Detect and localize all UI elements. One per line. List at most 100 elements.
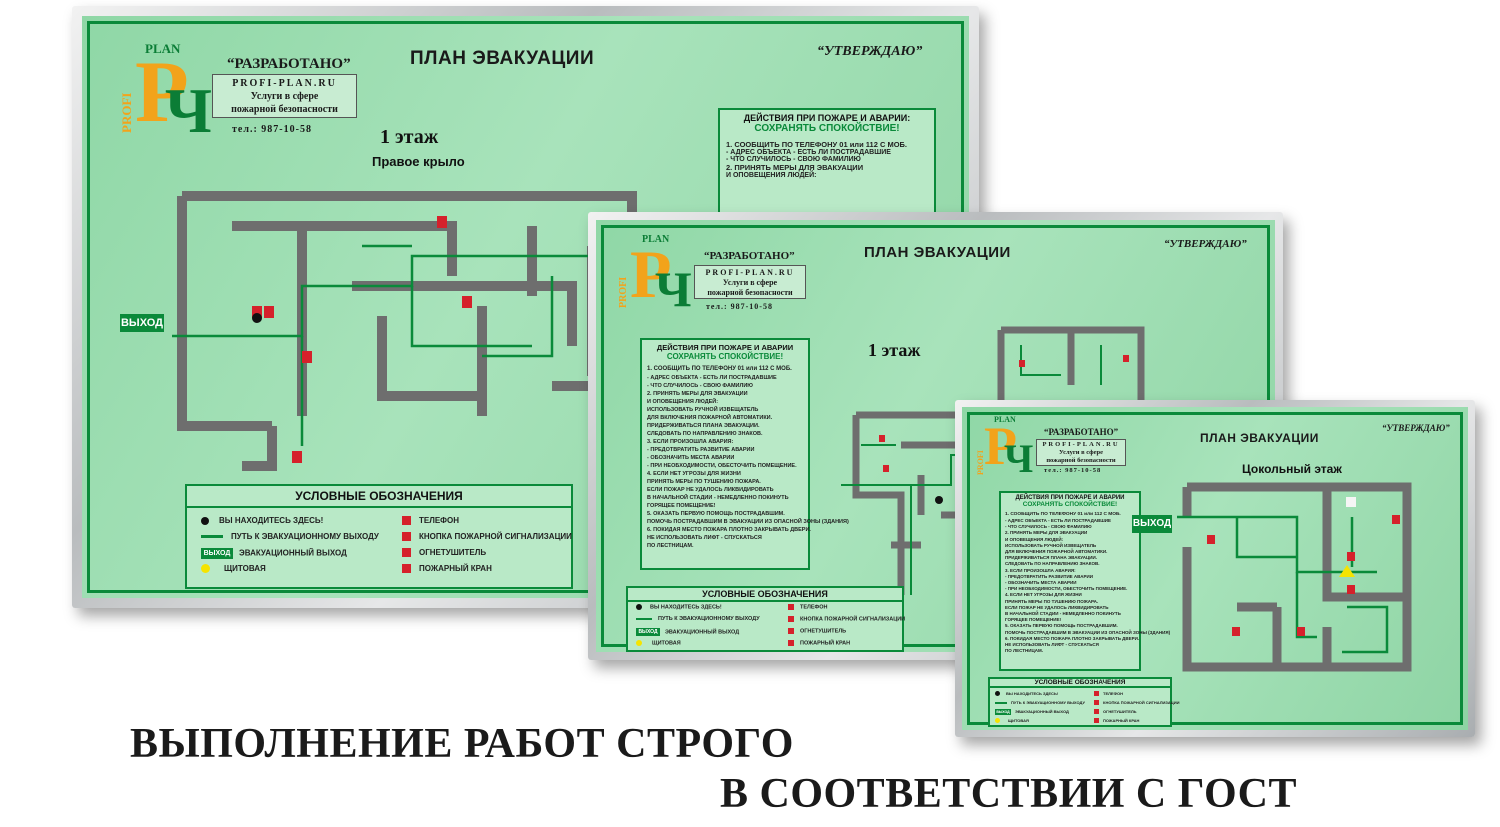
legend-item-path: ПУТЬ К ЭВАКУАЦИОННОМУ ВЫХОДУ	[636, 616, 760, 622]
legend-you-are-here-label: ВЫ НАХОДИТЕСЬ ЗДЕСЬ!	[650, 604, 722, 611]
actions-line-16: ЕСЛИ ПОЖАР НЕ УДАЛОСЬ ЛИКВИДИРОВАТЬ	[1005, 604, 1109, 610]
legend-phone-label: ТЕЛЕФОН	[419, 516, 459, 525]
legend-hydrant-label: ПОЖАРНЫЙ КРАН	[1103, 718, 1140, 723]
legend-item-phone: ТЕЛЕФОН	[402, 516, 459, 526]
you-are-here-icon	[636, 604, 642, 610]
actions-line-13: - ПРИ НЕОБХОДИМОСТИ, ОБЕСТОЧИТЬ ПОМЕЩЕНИ…	[1005, 586, 1128, 592]
exit-badge-icon: ВЫХОД	[636, 628, 660, 636]
logo-p-letter: P	[135, 44, 189, 141]
actions-line-17: В НАЧАЛЬНОЙ СТАДИИ - НЕМЕДЛЕННО ПОКИНУТЬ	[1005, 611, 1121, 617]
actions-line-19: 5. ОКАЗАТЬ ПЕРВУЮ ПОМОЩЬ ПОСТРАДАВШИМ.	[1005, 623, 1118, 629]
legend-header: УСЛОВНЫЕ ОБОЗНАЧЕНИЯ	[628, 588, 902, 602]
evacuation-plan-plate-small: PLAN P Ч PROFI “РАЗРАБОТАНО” PROFI-PLAN.…	[962, 407, 1468, 730]
actions-line-7: ДЛЯ ВКЛЮЧЕНИЯ ПОЖАРНОЙ АВТОМАТИКИ.	[647, 415, 773, 421]
legend-alarm-label: КНОПКА ПОЖАРНОЙ СИГНАЛИЗАЦИИ	[419, 532, 572, 541]
logo-plan-text: PLAN	[145, 41, 181, 56]
actions-line-2: - АДРЕС ОБЪЕКТА - ЕСТЬ ЛИ ПОСТРАДАВШИЕ	[726, 149, 891, 156]
logo-plan-text: PLAN	[994, 415, 1016, 424]
actions-line-10: 3. ЕСЛИ ПРОИЗОШЛА АВАРИЯ:	[647, 439, 734, 445]
actions-line-1: 1. СООБЩИТЬ ПО ТЕЛЕФОНУ 01 или 112 С МОБ…	[647, 366, 792, 372]
exit-badge-icon: ВЫХОД	[995, 709, 1011, 715]
you-are-here-icon	[201, 516, 209, 525]
actions-line-21: 6. ПОКИДАЯ МЕСТО ПОЖАРА ПЛОТНО ЗАКРЫВАТЬ…	[647, 527, 811, 533]
you-are-here-icon	[995, 691, 1000, 697]
actions-line-8: ПРИДЕРЖИВАТЬСЯ ПЛАНА ЭВАКУАЦИИ.	[647, 423, 760, 429]
hydrant-icon	[788, 640, 794, 646]
actions-calm: СОХРАНЯТЬ СПОКОЙСТВИЕ!	[754, 123, 900, 134]
actions-line-4: 2. ПРИНЯТЬ МЕРЫ ДЛЯ ЭВАКУАЦИИ	[726, 163, 864, 172]
actions-line-20: ПОМОЧЬ ПОСТРАДАВШИМ В ЭВАКУАЦИИ ИЗ ОПАСН…	[1005, 629, 1171, 635]
legend-extinguisher-label: ОГНЕТУШИТЕЛЬ	[419, 548, 487, 557]
arrow-icon	[201, 535, 223, 539]
actions-line-4: 2. ПРИНЯТЬ МЕРЫ ДЛЯ ЭВАКУАЦИИ	[1005, 530, 1088, 536]
extinguisher-icon	[1094, 709, 1099, 715]
wing-label: Правое крыло	[372, 154, 465, 169]
legend-panel: УСЛОВНЫЕ ОБОЗНАЧЕНИЯ ВЫ НАХОДИТЕСЬ ЗДЕСЬ…	[626, 586, 905, 652]
legend-exit-label: ЭВАКУАЦИОННЫЙ ВЫХОД	[1015, 709, 1069, 715]
developer-services-1: Услуги в сфере	[250, 91, 319, 102]
actions-line-22: НЕ ИСПОЛЬЗОВАТЬ ЛИФТ - СПУСКАТЬСЯ	[647, 535, 762, 541]
legend-path-label: ПУТЬ К ЭВАКУАЦИОННОМУ ВЫХОДУ	[658, 616, 760, 622]
actions-calm: СОХРАНЯТЬ СПОКОЙСТВИЕ!	[1022, 501, 1118, 508]
developer-site: PROFI-PLAN.RU	[232, 78, 337, 89]
developer-services-2: пожарной безопасности	[1046, 457, 1116, 464]
developer-services-1: Услуги в сфере	[1059, 449, 1103, 456]
developer-site: PROFI-PLAN.RU	[1042, 441, 1120, 448]
legend-item-exit: ВЫХОД ЭВАКУАЦИОННЫЙ ВЫХОД	[995, 709, 1069, 715]
caption-line-1: ВЫПОЛНЕНИЕ РАБОТ СТРОГО	[130, 721, 794, 767]
developer-info-box: PROFI-PLAN.RU Услуги в сфере пожарной бе…	[1036, 439, 1126, 466]
logo-p-letter: P	[630, 236, 672, 312]
legend-item-extinguisher: ОГНЕТУШИТЕЛЬ	[402, 548, 487, 558]
legend-item-extinguisher: ОГНЕТУШИТЕЛЬ	[1094, 709, 1137, 715]
actions-line-5: И ОПОВЕЩЕНИЯ ЛЮДЕЙ:	[726, 172, 817, 179]
legend-path-label: ПУТЬ К ЭВАКУАЦИОННОМУ ВЫХОДУ	[1011, 700, 1085, 705]
actions-line-2: - АДРЕС ОБЪЕКТА - ЕСТЬ ЛИ ПОСТРАДАВШИЕ	[647, 375, 777, 381]
actions-line-18: ГОРЯЩЕЕ ПОМЕЩЕНИЕ!	[647, 503, 716, 509]
phone-icon	[402, 516, 411, 526]
logo-profi-text: PROFI	[119, 92, 134, 133]
actions-line-7: ДЛЯ ВКЛЮЧЕНИЯ ПОЖАРНОЙ АВТОМАТИКИ.	[1005, 549, 1108, 555]
actions-line-8: ПРИДЕРЖИВАТЬСЯ ПЛАНА ЭВАКУАЦИИ.	[1005, 555, 1098, 561]
approve-label: “УТВЕРЖДАЮ”	[817, 44, 923, 59]
legend-hydrant-label: ПОЖАРНЫЙ КРАН	[800, 640, 851, 647]
alarm-button-icon	[1094, 700, 1099, 706]
legend-panel: УСЛОВНЫЕ ОБОЗНАЧЕНИЯ ВЫ НАХОДИТЕСЬ ЗДЕСЬ…	[988, 677, 1179, 727]
legend-hydrant-label: ПОЖАРНЫЙ КРАН	[419, 564, 492, 573]
developed-label: “РАЗРАБОТАНО”	[704, 250, 795, 262]
logo-ch-letter: Ч	[1004, 436, 1034, 481]
actions-line-3: - ЧТО СЛУЧИЛОСЬ - СВОЮ ФАМИЛИЮ	[726, 156, 861, 163]
emergency-actions-panel: ДЕЙСТВИЯ ПРИ ПОЖАРЕ И АВАРИИ СОХРАНЯТЬ С…	[999, 491, 1171, 671]
actions-header: ДЕЙСТВИЯ ПРИ ПОЖАРЕ И АВАРИИ:	[743, 113, 911, 123]
floor-label: 1 этаж	[380, 126, 439, 148]
extinguisher-icon	[788, 628, 794, 634]
plan-title: ПЛАН ЭВАКУАЦИИ	[410, 48, 595, 69]
actions-header: ДЕЙСТВИЯ ПРИ ПОЖАРЕ И АВАРИИ	[1015, 495, 1125, 501]
actions-line-6: ИСПОЛЬЗОВАТЬ РУЧНОЙ ИЗВЕЩАТЕЛЬ	[1005, 542, 1097, 548]
legend-header: УСЛОВНЫЕ ОБОЗНАЧЕНИЯ	[990, 679, 1170, 688]
legend-item-panel: ЩИТОВАЯ	[995, 718, 1029, 724]
actions-line-11: - ПРЕДОТВРАТИТЬ РАЗВИТИЕ АВАРИИ	[1005, 573, 1093, 579]
legend-item-panel: ЩИТОВАЯ	[636, 640, 681, 646]
actions-line-21: 6. ПОКИДАЯ МЕСТО ПОЖАРА ПЛОТНО ЗАКРЫВАТЬ…	[1005, 635, 1140, 641]
profi-plan-logo: PLAN P Ч PROFI	[117, 41, 212, 146]
legend-you-are-here-label: ВЫ НАХОДИТЕСЬ ЗДЕСЬ!	[219, 516, 324, 525]
actions-line-22: НЕ ИСПОЛЬЗОВАТЬ ЛИФТ - СПУСКАТЬСЯ	[1005, 642, 1099, 648]
alarm-button-icon	[788, 616, 794, 622]
legend-item-path: ПУТЬ К ЭВАКУАЦИОННОМУ ВЫХОДУ	[201, 532, 379, 541]
actions-line-1: 1. СООБЩИТЬ ПО ТЕЛЕФОНУ 01 или 112 С МОБ…	[726, 140, 908, 149]
developed-label: “РАЗРАБОТАНО”	[1044, 427, 1119, 437]
actions-line-20: ПОМОЧЬ ПОСТРАДАВШИМ В ЭВАКУАЦИИ ИЗ ОПАСН…	[647, 519, 849, 525]
actions-line-13: - ПРИ НЕОБХОДИМОСТИ, ОБЕСТОЧИТЬ ПОМЕЩЕНИ…	[647, 463, 797, 469]
plan-title: ПЛАН ЭВАКУАЦИИ	[1200, 431, 1319, 445]
legend-item-you-are-here: ВЫ НАХОДИТЕСЬ ЗДЕСЬ!	[995, 691, 1058, 697]
legend-path-label: ПУТЬ К ЭВАКУАЦИОННОМУ ВЫХОДУ	[231, 532, 379, 541]
developer-site: PROFI-PLAN.RU	[705, 268, 795, 277]
voltage-icon	[995, 718, 1000, 724]
actions-line-9: СЛЕДОВАТЬ ПО НАПРАВЛЕНИЮ ЗНАКОВ.	[1005, 561, 1100, 567]
legend-item-panel: ЩИТОВАЯ	[201, 564, 266, 574]
exit-badge-icon: ВЫХОД	[201, 548, 233, 559]
actions-header: ДЕЙСТВИЯ ПРИ ПОЖАРЕ И АВАРИИ	[656, 343, 794, 352]
voltage-icon	[636, 640, 642, 646]
legend-item-extinguisher: ОГНЕТУШИТЕЛЬ	[788, 628, 846, 634]
